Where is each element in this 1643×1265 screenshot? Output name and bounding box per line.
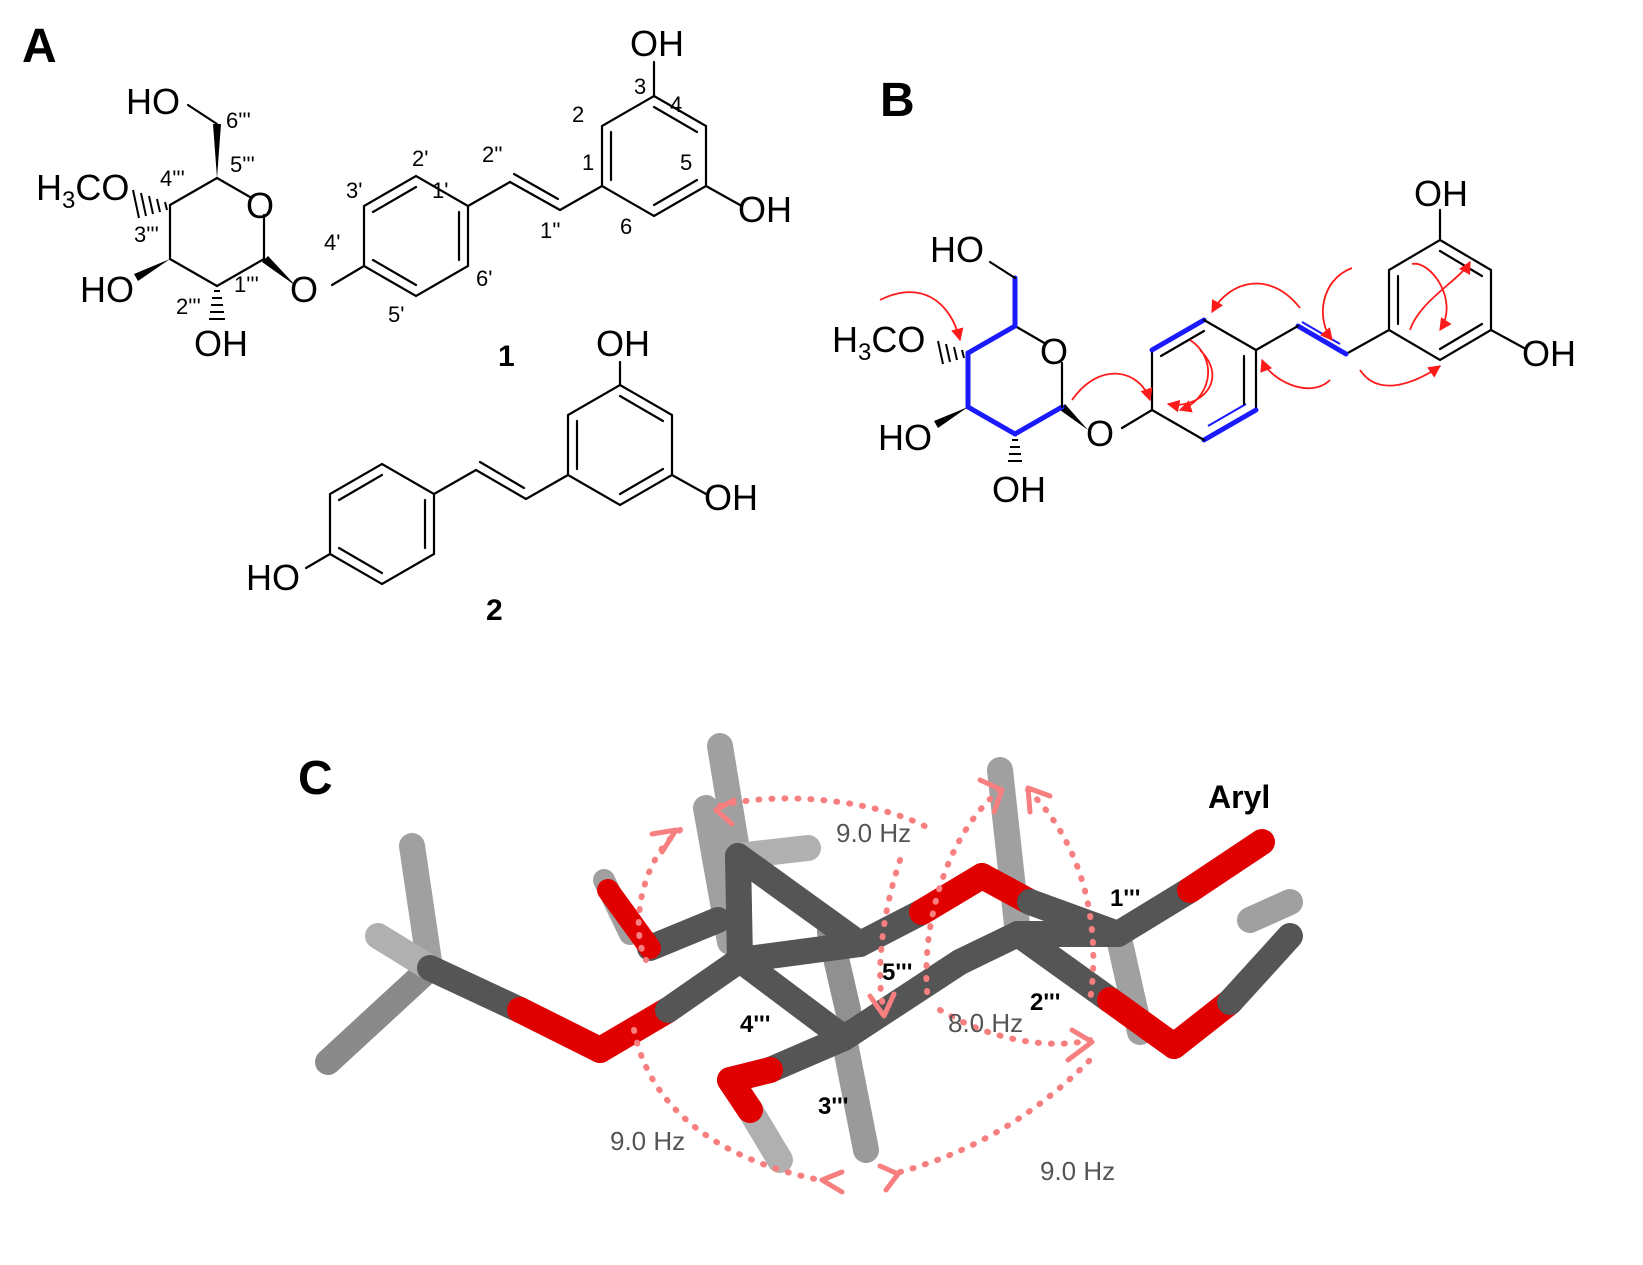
panel-a-label: A — [22, 20, 57, 73]
stick-model — [315, 733, 1303, 1173]
panel-a: A — [22, 20, 792, 627]
num-2pp: 2'' — [482, 142, 503, 167]
atom-label-5ppp: 5''' — [882, 959, 912, 986]
atom-label-1ppp: 1''' — [1110, 885, 1140, 912]
compound-2-label: 2 — [486, 594, 503, 627]
c2-oh-top: OH — [596, 323, 650, 364]
h3co-4ppp: H3CO — [36, 167, 129, 214]
num-1ppp: 1''' — [234, 272, 259, 297]
j-label-bottom: 9.0 Hz — [1040, 1156, 1115, 1186]
j-label-mid: 8.0 Hz — [948, 1008, 1023, 1038]
b-h3co-sub3: 3 — [858, 339, 871, 366]
h3co-h: H — [36, 167, 62, 208]
aryl-label: Aryl — [1208, 779, 1270, 815]
b-ho-6ppp: HO — [930, 229, 984, 270]
atom-numbering: 2 3 4 5 6 1 2'' 1'' 1' 2' 3' 4' 5' 6' 1'… — [134, 74, 692, 327]
num-5: 5 — [680, 150, 692, 175]
compound-1-structure — [132, 60, 742, 320]
atom-label-4ppp: 4''' — [740, 1011, 770, 1038]
panel-b-label: B — [880, 74, 915, 127]
c2-oh-right: OH — [704, 477, 758, 518]
b-o-ring: O — [1040, 331, 1068, 372]
o-ring-sugar: O — [246, 185, 274, 226]
b-h3co-h: H — [832, 319, 858, 360]
b-ho-3ppp: HO — [878, 417, 932, 458]
num-2ppp: 2''' — [176, 294, 201, 319]
compound-1-correlation-structure — [879, 208, 1526, 462]
h3co-co: CO — [75, 167, 129, 208]
compound-1-label: 1 — [498, 340, 515, 373]
num-2: 2 — [572, 102, 584, 127]
num-6: 6 — [620, 214, 632, 239]
j-label-top: 9.0 Hz — [836, 818, 911, 848]
ho-6ppp: HO — [126, 81, 180, 122]
compound-2-structure — [304, 360, 708, 586]
num-5ppp: 5''' — [230, 152, 255, 177]
oh-5: OH — [738, 189, 792, 230]
atom-label-2ppp: 2''' — [1030, 989, 1060, 1016]
num-4ppp: 4''' — [160, 166, 185, 191]
atom-label-3ppp: 3''' — [818, 1093, 848, 1120]
coupling-arcs — [631, 777, 1097, 1195]
c2-ho: HO — [246, 557, 300, 598]
panel-c-label: C — [298, 752, 333, 805]
num-3: 3 — [634, 74, 646, 99]
b-h3co: H3CO — [832, 319, 925, 366]
b-o-glycosidic: O — [1086, 413, 1114, 454]
b-oh-right: OH — [1522, 333, 1576, 374]
num-6ppp: 6''' — [226, 108, 251, 133]
num-5p: 5' — [388, 302, 404, 327]
h3co-sub3: 3 — [62, 187, 75, 214]
num-1pp: 1'' — [540, 218, 561, 243]
j-label-left: 9.0 Hz — [610, 1126, 685, 1156]
num-6p: 6' — [476, 266, 492, 291]
oh-3: OH — [630, 23, 684, 64]
num-1: 1 — [582, 150, 594, 175]
panel-b: B — [832, 74, 1576, 510]
num-4: 4 — [670, 92, 682, 117]
b-oh-top: OH — [1414, 173, 1468, 214]
o-glycosidic: O — [290, 269, 318, 310]
num-2p: 2' — [412, 146, 428, 171]
num-3p: 3' — [346, 178, 362, 203]
num-4p: 4' — [324, 230, 340, 255]
panel-c: C — [298, 733, 1303, 1195]
ho-3ppp: HO — [80, 269, 134, 310]
num-3ppp: 3''' — [134, 222, 159, 247]
oh-2ppp: OH — [194, 323, 248, 364]
b-h3co-co: CO — [871, 319, 925, 360]
b-oh-2ppp: OH — [992, 469, 1046, 510]
num-1p: 1' — [432, 178, 448, 203]
